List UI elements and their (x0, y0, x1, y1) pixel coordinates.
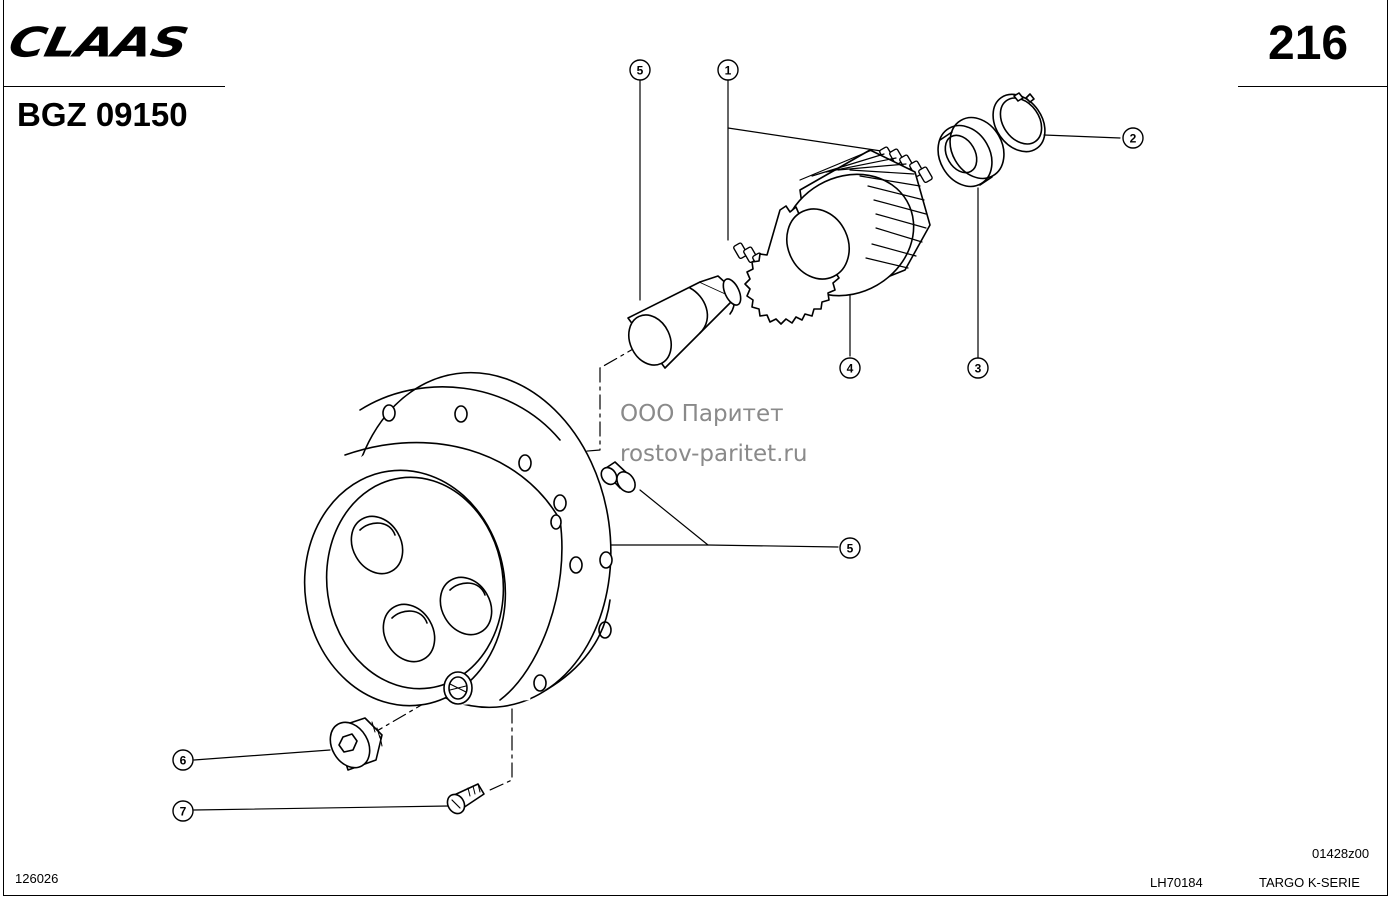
callout-bubbles: 1 5 2 3 4 5 6 (172, 59, 1144, 822)
small-pin-part (600, 461, 636, 493)
callout-5-top: 5 (629, 59, 651, 81)
callout-7-label: 7 (180, 805, 187, 819)
watermark-company: ООО Паритет (620, 401, 784, 427)
callout-7: 7 (172, 800, 194, 822)
planet-gear-part (744, 149, 931, 325)
page-number: 216 (1268, 17, 1349, 70)
circlip-part (992, 92, 1046, 153)
callout-5-lower: 5 (839, 537, 861, 559)
footer-series: TARGO K-SERIE (1259, 875, 1360, 890)
callout-5-lower-label: 5 (847, 542, 854, 556)
sheet-frame (3, 0, 1388, 896)
callout-1: 1 (717, 59, 739, 81)
callout-6: 6 (172, 749, 194, 771)
planet-carrier-hub (303, 371, 613, 709)
callout-5-top-label: 5 (637, 64, 644, 78)
footer-doc-ref: LH70184 (1150, 875, 1203, 890)
callout-2: 2 (1122, 127, 1144, 149)
callout-2-label: 2 (1130, 132, 1137, 146)
logo-divider (3, 86, 225, 87)
callout-1-label: 1 (725, 64, 732, 78)
needle-rollers-upper (879, 146, 933, 184)
watermark-website: rostov-paritet.ru (620, 441, 808, 467)
callout-4: 4 (839, 357, 861, 379)
page-number-divider (1238, 86, 1388, 87)
thrust-washer-part (937, 116, 1005, 188)
pin-part (627, 275, 742, 369)
footer-drawing-ref: 01428z00 (1312, 846, 1370, 861)
countersunk-screw-part (446, 783, 485, 815)
callout-4-label: 4 (847, 362, 854, 376)
callout-6-label: 6 (180, 754, 187, 768)
footer-left-code: 126026 (15, 871, 59, 886)
plug-screw-part (329, 717, 383, 771)
assembly-code: BGZ 09150 (17, 96, 188, 133)
callout-3: 3 (967, 357, 989, 379)
callout-3-label: 3 (975, 362, 982, 376)
